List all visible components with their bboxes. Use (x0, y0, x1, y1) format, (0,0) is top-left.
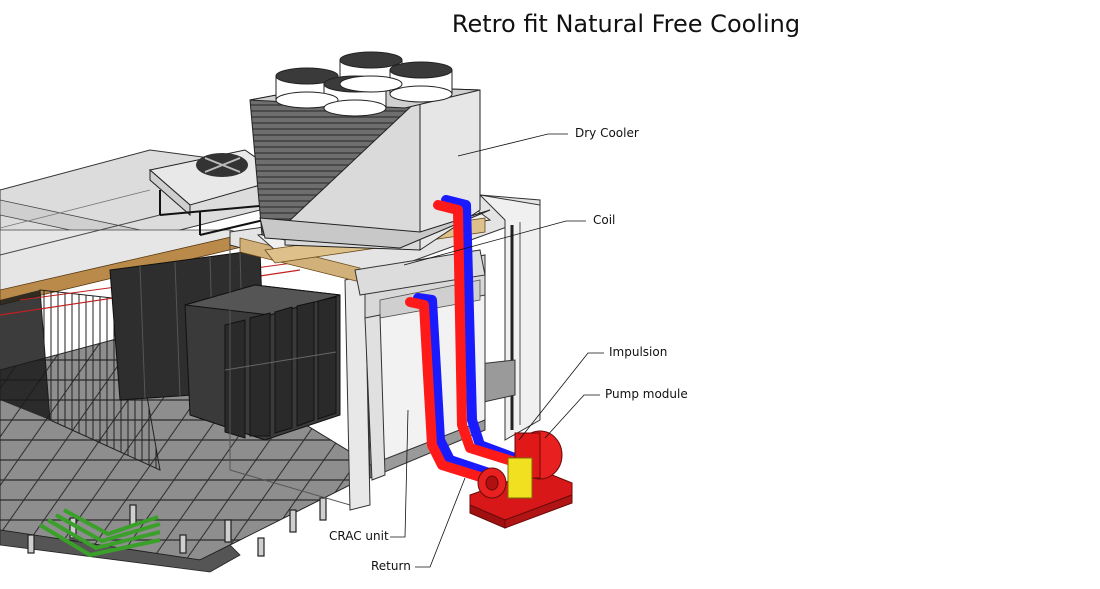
leader-pump-module (544, 394, 600, 439)
return-pipe-upper (441, 195, 525, 465)
label-coil: Coil (593, 213, 616, 227)
label-dry-cooler: Dry Cooler (575, 126, 639, 140)
leader-dry-cooler (457, 133, 568, 157)
return-pipe-lower (413, 293, 500, 480)
pump-module (469, 430, 573, 529)
pipes (405, 195, 525, 485)
cable-trays (38, 508, 161, 558)
label-crac-unit: CRAC unit (329, 529, 389, 543)
supply-pipe-lower (405, 297, 495, 485)
label-impulsion: Impulsion (609, 345, 668, 359)
leader-coil (403, 220, 586, 266)
dry-cooler (249, 51, 491, 251)
leader-impulsion (518, 352, 604, 441)
supply-pipe-upper (433, 200, 520, 467)
leader-return (415, 477, 466, 568)
leader-crac-unit (390, 409, 409, 538)
label-return: Return (371, 559, 411, 573)
label-pump-module: Pump module (605, 387, 688, 401)
server-racks-front (184, 284, 341, 441)
leader-lines (390, 133, 604, 568)
diagram-title: Retro fit Natural Free Cooling (451, 10, 801, 38)
